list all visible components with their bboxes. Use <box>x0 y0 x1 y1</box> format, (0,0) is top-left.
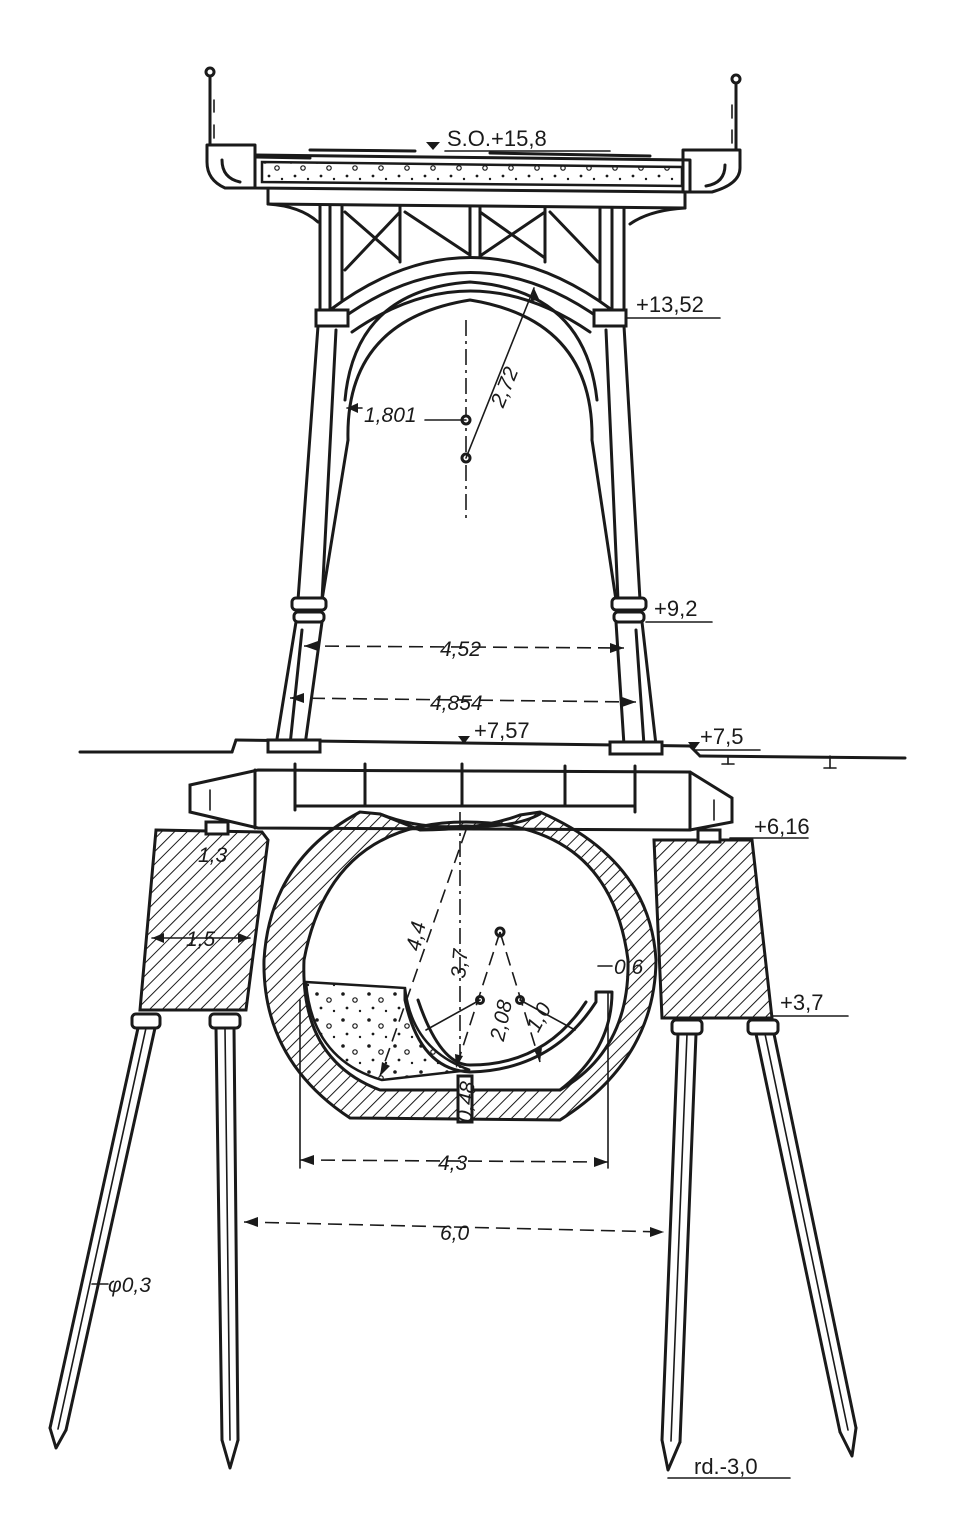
truss-frame <box>318 204 626 334</box>
dim-outer-span: 4,854 <box>289 692 637 715</box>
pile-diameter-label: φ0,3 <box>108 1274 151 1297</box>
sewer-r-invert-label: 2,08 <box>486 998 517 1044</box>
ground-line <box>78 738 907 769</box>
cap-height-label: 1,3 <box>198 844 228 867</box>
sewer-r-outer-label: 4,4 <box>402 920 431 953</box>
pile-left-inner <box>208 1012 242 1470</box>
dim-inner-span: 4,52 <box>303 638 625 661</box>
pile-right-outer <box>746 1018 858 1458</box>
portal-legs <box>274 280 658 747</box>
pile-tip-level-label: rd.-3,0 <box>694 1454 758 1479</box>
dim-cap-width: 1,5 <box>151 928 251 951</box>
level-37-label: +3,7 <box>780 990 823 1015</box>
level-92-label: +9,2 <box>654 596 697 621</box>
arch-half-span-label: 1,801 <box>364 404 417 427</box>
foundation-girder <box>188 762 734 832</box>
sewer-width-label: 4,3 <box>438 1152 468 1175</box>
pile-cap-left <box>138 820 270 1012</box>
level-75-label: +7,5 <box>700 724 743 749</box>
level-top-marker: S.O.+15,8 <box>426 126 611 152</box>
cap-width-label: 1,5 <box>186 928 216 951</box>
outer-span-label: 4,854 <box>430 692 483 715</box>
deck-slab <box>205 143 742 226</box>
dim-sewer-width: 4,3 <box>299 991 609 1175</box>
railing-right <box>730 73 742 152</box>
level-92-marker: +9,2 <box>645 596 713 623</box>
pile-diameter-marker: φ0,3 <box>91 1274 151 1297</box>
sewer-bottom-label: 0,48 <box>453 1080 480 1123</box>
inner-span-label: 4,52 <box>440 638 481 661</box>
pile-tip-level-marker: rd.-3,0 <box>667 1454 791 1479</box>
railing-left <box>204 66 216 147</box>
dim-pile-spacing: 6,0 <box>243 1217 665 1245</box>
sewer-wall-label: 0,6 <box>614 956 644 979</box>
level-616-label: +6,16 <box>754 814 810 839</box>
arch-radius-label: 2,72 <box>486 364 523 412</box>
sewer-r-mid-label: 3,7 <box>447 947 473 979</box>
level-75-marker: +7,5 <box>688 724 761 751</box>
pile-right-inner <box>660 1018 704 1472</box>
level-37-marker: +3,7 <box>771 990 849 1017</box>
level-616-marker: +6,16 <box>729 814 810 839</box>
level-top-label: S.O.+15,8 <box>447 126 547 151</box>
sewer-tunnel <box>262 810 658 1124</box>
pile-spacing-label: 6,0 <box>440 1222 470 1245</box>
pile-left-outer <box>48 1012 162 1450</box>
pile-cap-right <box>652 828 774 1020</box>
level-757-label: +7,57 <box>474 718 530 743</box>
level-757-marker: +7,57 <box>458 718 530 744</box>
level-1352-marker: +13,52 <box>623 292 721 319</box>
level-1352-label: +13,52 <box>636 292 704 317</box>
